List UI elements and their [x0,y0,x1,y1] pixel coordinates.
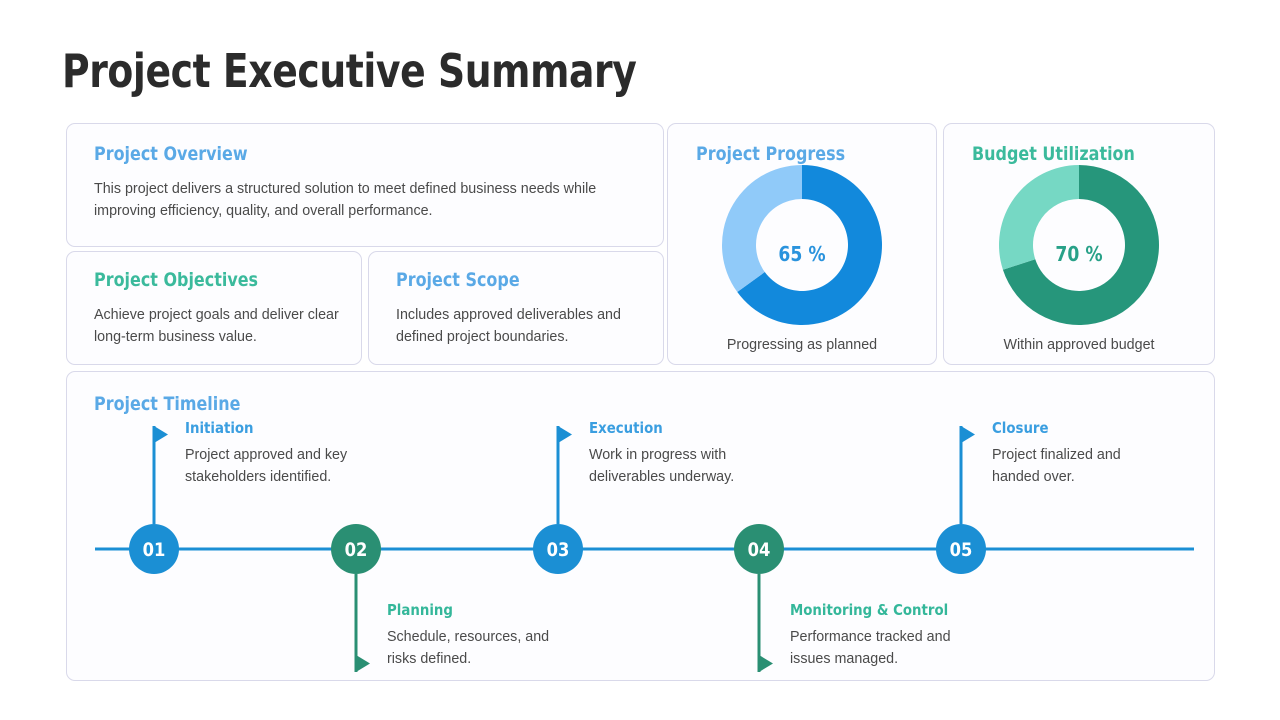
timeline-node-02[interactable] [331,524,381,574]
timeline-desc-03: Work in progress with deliverables under… [589,447,735,485]
card-title-progress: Project Progress [696,143,846,165]
card-body-objectives: Achieve project goals and deliver clear … [94,307,339,345]
donut-chart-budget: 70 % [944,164,1214,329]
card-title-timeline: Project Timeline [94,393,241,415]
donut-caption-budget: Within approved budget [1003,337,1155,353]
card-body-overview: This project delivers a structured solut… [94,181,597,219]
timeline-node-04[interactable] [734,524,784,574]
timeline-flag-icon-02 [356,655,370,672]
timeline-desc-05: Project finalized and handed over. [992,447,1121,485]
donut-caption-progress: Progressing as planned [726,337,878,353]
card-project-scope: Project Scope Includes approved delivera… [368,251,664,365]
donut-chart-progress: 65 % [668,164,936,329]
timeline-label-01: Initiation [185,419,254,437]
donut-center-label-progress: 65 % [778,242,826,266]
timeline-flag-icon-03 [558,426,572,443]
timeline-flag-icon-05 [961,426,975,443]
donut-slice-completed [737,165,882,325]
card-project-timeline: Project Timeline 01 02 03 04 05 Initiation P… [66,371,1215,681]
donut-slice-remaining [999,165,1079,270]
timeline-node-05[interactable] [936,524,986,574]
timeline-node-number-02: 02 [345,540,368,561]
timeline-flag-icon-04 [759,655,773,672]
card-title-scope: Project Scope [396,269,520,291]
donut-svg-budget [999,165,1159,325]
card-project-overview: Project Overview This project delivers a… [66,123,664,247]
timeline-node-03[interactable] [533,524,583,574]
timeline-item-01: Initiation Project approved and key stak… [185,419,365,488]
timeline-flag-icon-01 [154,426,168,443]
card-title-budget: Budget Utilization [972,143,1135,165]
timeline-node-number-05: 05 [950,540,973,561]
timeline-label-04: Monitoring & Control [790,601,949,619]
donut-slice-utilized [1002,165,1159,325]
card-title-overview: Project Overview [94,143,248,165]
timeline-label-02: Planning [387,601,453,619]
timeline-node-number-03: 03 [547,540,570,561]
card-body-scope: Includes approved deliverables and defin… [396,307,621,345]
timeline-node-number-01: 01 [143,540,166,561]
donut-center-label-budget: 70 % [1055,242,1103,266]
timeline-label-05: Closure [992,419,1049,437]
card-project-progress: Project Progress 65 % Progressing as pla… [667,123,937,365]
donut-slice-remaining [722,165,802,293]
timeline-item-02: Planning Schedule, resources, and risks … [387,601,577,670]
timeline-item-03: Execution Work in progress with delivera… [589,419,769,488]
timeline-desc-02: Schedule, resources, and risks defined. [387,629,550,667]
page-title: Project Executive Summary [62,44,637,98]
timeline-item-05: Closure Project finalized and handed ove… [992,419,1172,488]
donut-svg-progress [722,165,882,325]
card-project-objectives: Project Objectives Achieve project goals… [66,251,362,365]
timeline-node-01[interactable] [129,524,179,574]
timeline-graphic: 01 02 03 04 05 [95,426,1194,672]
timeline-label-03: Execution [589,419,663,437]
card-budget-utilization: Budget Utilization 70 % Within approved … [943,123,1215,365]
timeline-item-04: Monitoring & Control Performance tracked… [790,601,974,670]
card-title-objectives: Project Objectives [94,269,259,291]
timeline-desc-01: Project approved and key stakeholders id… [185,447,348,485]
timeline-node-number-04: 04 [748,540,771,561]
timeline-desc-04: Performance tracked and issues managed. [790,629,951,667]
